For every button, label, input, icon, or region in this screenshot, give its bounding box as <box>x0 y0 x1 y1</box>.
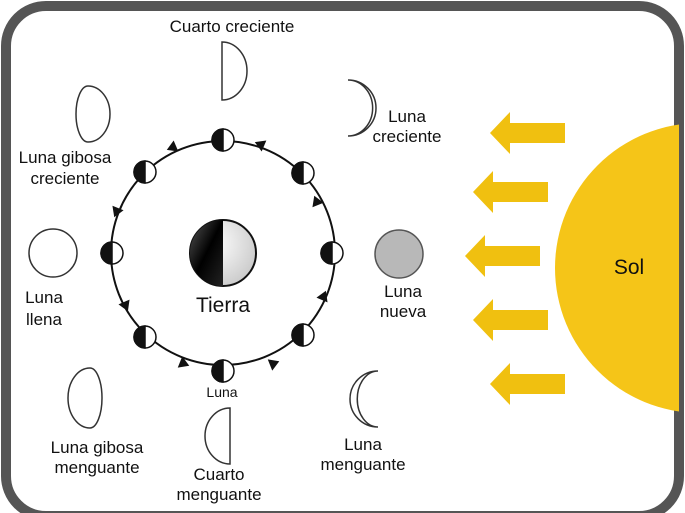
label-full-moon-2: llena <box>26 310 62 329</box>
orbit-moon <box>291 161 315 185</box>
sunlight-arrow <box>465 235 540 277</box>
orbit-arrow-head <box>316 290 328 303</box>
label-waning-gibbous-2: menguante <box>54 458 139 477</box>
sunlight-arrow <box>473 299 548 341</box>
earth <box>189 219 257 287</box>
label-last-quarter-1: Cuarto <box>193 465 244 484</box>
moon-label: Luna <box>206 384 237 400</box>
first-quarter-moon <box>221 41 248 101</box>
sunlight-arrows <box>465 112 565 405</box>
orbit-arrow-head <box>254 140 267 152</box>
label-first-quarter: Cuarto creciente <box>170 17 295 36</box>
label-waning-gibbous-1: Luna gibosa <box>51 438 144 457</box>
full-moon <box>28 228 78 278</box>
orbit-arrow-head <box>267 359 280 371</box>
label-waning-crescent-1: Luna <box>344 435 382 454</box>
label-waxing-gibbous-1: Luna gibosa <box>19 148 112 167</box>
orbit-arrow-head <box>112 205 124 218</box>
sunlight-arrow <box>490 363 565 405</box>
label-waxing-gibbous-2: creciente <box>31 169 100 188</box>
sunlight-arrow <box>490 112 565 154</box>
sun-shape <box>555 123 679 413</box>
last-quarter-moon <box>204 407 231 465</box>
waning-crescent-moon <box>349 370 379 428</box>
waning-gibbous-moon <box>67 367 103 429</box>
waxing-gibbous-moon <box>75 85 111 143</box>
label-waxing-crescent-1: Luna <box>388 107 426 126</box>
label-new-moon-1: Luna <box>384 282 422 301</box>
orbit-moon <box>133 160 157 184</box>
orbit-arrow-head <box>312 195 324 208</box>
orbit-arrows <box>112 140 328 371</box>
orbit-moons <box>100 128 344 383</box>
earth-label: Tierra <box>196 294 250 317</box>
label-last-quarter-2: menguante <box>176 485 261 504</box>
new-moon <box>374 229 424 279</box>
orbit-arrow-head <box>118 299 130 312</box>
orbit-moon <box>100 241 124 265</box>
label-full-moon-1: Luna <box>25 288 63 307</box>
orbit-moon <box>211 359 235 383</box>
label-new-moon-2: nueva <box>380 302 427 321</box>
orbit-moon <box>133 325 157 349</box>
orbit-moon <box>211 128 235 152</box>
sunlight-arrow <box>473 171 548 213</box>
label-waning-crescent-2: menguante <box>320 455 405 474</box>
orbit-moon <box>291 323 315 347</box>
waxing-crescent-moon <box>347 79 377 137</box>
label-waxing-crescent-2: creciente <box>373 127 442 146</box>
sun-label: Sol <box>614 256 644 279</box>
orbit-moon <box>320 241 344 265</box>
orbit-arrow-head <box>177 356 190 368</box>
orbit-arrow-head <box>166 140 179 152</box>
phase-shapes <box>28 41 424 465</box>
